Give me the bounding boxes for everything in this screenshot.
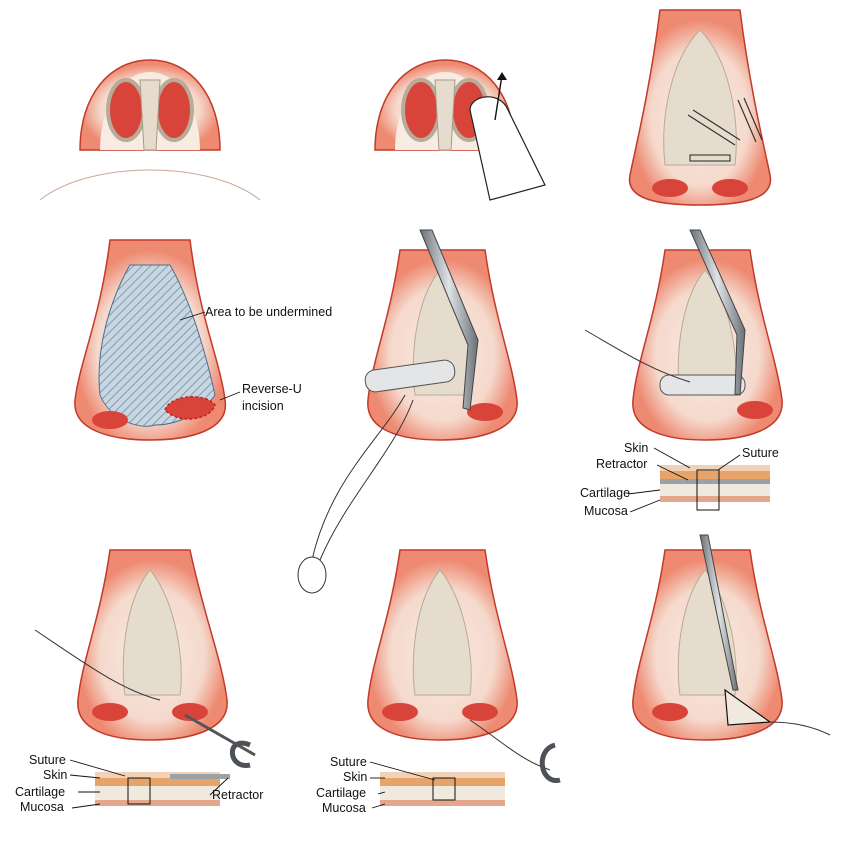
panel-9-trocar (632, 534, 831, 741)
label-p7-retractor: Retractor (212, 788, 263, 802)
label-p6-skin: Skin (624, 441, 648, 455)
panel-3-frontal-sutures (628, 9, 772, 206)
label-reverse-u: Reverse-U (242, 382, 302, 396)
panel-2-basal-view-finger (374, 59, 546, 201)
needle-holder (311, 394, 406, 561)
label-p8-suture: Suture (330, 755, 367, 769)
reverse-u-incision (164, 396, 216, 420)
label-p7-skin: Skin (43, 768, 67, 782)
layers-diagram-panel-7 (95, 772, 230, 806)
panel-1-basal-view (39, 59, 261, 201)
layers-diagram-panel-8 (380, 772, 505, 806)
label-p6-suture: Suture (742, 446, 779, 460)
panel-4-undermining-area: Area to be undermined Reverse-U incision (74, 239, 332, 441)
label-p7-mucosa: Mucosa (20, 800, 64, 814)
label-p6-mucosa: Mucosa (584, 504, 628, 518)
label-area-to-be-undermined: Area to be undermined (205, 305, 332, 319)
label-p6-cartilage: Cartilage (580, 486, 630, 500)
finger (469, 96, 546, 201)
label-p8-skin: Skin (343, 770, 367, 784)
layers-diagram-panel-6 (660, 465, 770, 511)
undermined-area-hatch (98, 264, 216, 427)
label-p8-cartilage: Cartilage (316, 786, 366, 800)
label-p8-mucosa: Mucosa (322, 801, 366, 815)
label-incision: incision (242, 399, 284, 413)
forceps-instrument (419, 229, 479, 411)
label-p7-suture: Suture (29, 753, 66, 767)
panel-7-suture-retractor: Suture Skin Cartilage Mucosa Retractor (15, 549, 263, 814)
retractor-instrument (364, 359, 456, 393)
panel-6-suture-placement: Skin Retractor Suture Cartilage Mucosa (580, 229, 783, 518)
label-p7-cartilage: Cartilage (15, 785, 65, 799)
label-p6-retractor: Retractor (596, 457, 647, 471)
panel-8-closure: Suture Skin Cartilage Mucosa (316, 549, 561, 815)
panel-5-retractor-forceps (297, 229, 518, 594)
